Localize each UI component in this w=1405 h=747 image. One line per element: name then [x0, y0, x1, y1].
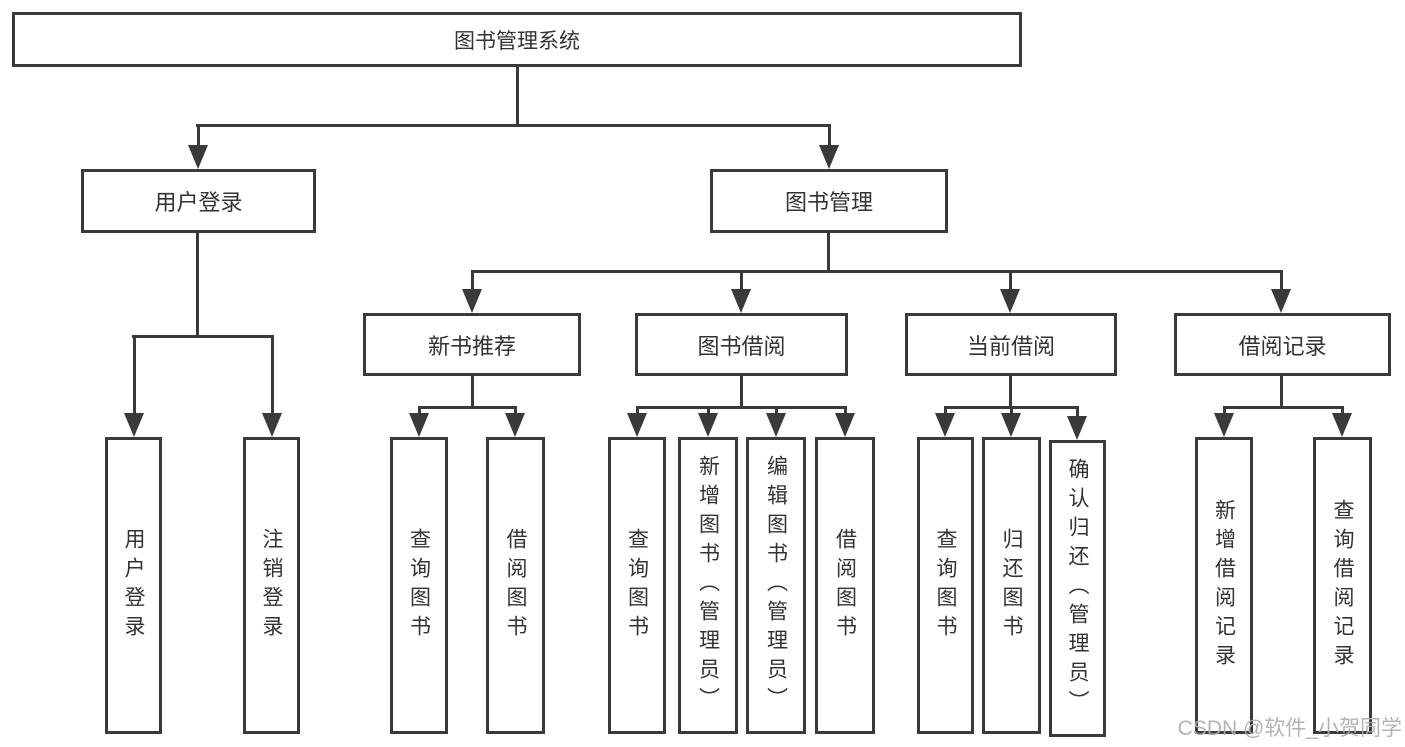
- node-label: 新书推荐: [427, 333, 516, 359]
- leaf-borrow-books: 借阅图书: [486, 437, 545, 734]
- node-user-login: 用户登录: [81, 169, 316, 233]
- node-label: 用户登录: [154, 190, 243, 215]
- arrow-down-icon: [462, 270, 482, 313]
- arrow-down-icon: [835, 406, 855, 437]
- arrow-down-icon: [1001, 406, 1021, 437]
- node-label: 图书管理: [784, 190, 873, 215]
- arrow-down-icon: [935, 406, 955, 437]
- connector-line: [196, 232, 199, 337]
- leaf-label: 注销登录: [260, 527, 283, 644]
- connector-line: [1280, 375, 1283, 408]
- connector-line: [132, 335, 273, 338]
- arrow-down-icon: [1000, 270, 1020, 313]
- arrow-down-icon: [409, 406, 429, 437]
- arrow-down-icon: [124, 335, 144, 437]
- connector-line: [636, 406, 846, 409]
- leaf-query-books: 查询图书: [390, 437, 448, 734]
- node-current-borrowing: 当前借阅: [905, 313, 1117, 376]
- csdn-watermark: CSDN @软件_小贺同学: [1177, 717, 1402, 740]
- arrow-down-icon: [766, 406, 786, 437]
- leaf-query-books: 查询图书: [608, 437, 666, 734]
- leaf-label: 编辑图书（管理员）: [764, 455, 788, 716]
- arrow-down-icon: [1271, 270, 1291, 313]
- arrow-down-icon: [505, 406, 525, 437]
- arrow-down-icon: [819, 124, 839, 169]
- node-label: 图书借阅: [697, 333, 786, 359]
- leaf-label: 借阅图书: [833, 527, 857, 644]
- leaf-add-borrow-record: 新增借阅记录: [1195, 437, 1253, 734]
- leaf-return-books: 归还图书: [982, 437, 1041, 734]
- connector-line: [740, 375, 743, 408]
- leaf-query-books: 查询图书: [917, 437, 974, 734]
- node-book-management: 图书管理: [710, 169, 948, 233]
- arrow-down-icon: [1214, 406, 1234, 437]
- connector-line: [471, 270, 1283, 273]
- leaf-edit-books-admin: 编辑图书（管理员）: [746, 437, 806, 734]
- node-new-book-recommend: 新书推荐: [363, 313, 581, 376]
- node-borrowing-records: 借阅记录: [1174, 313, 1391, 376]
- connector-line: [471, 375, 474, 408]
- leaf-borrow-books: 借阅图书: [815, 437, 875, 734]
- connector-line: [1009, 375, 1012, 408]
- leaf-label: 查询借阅记录: [1331, 498, 1354, 673]
- arrow-down-icon: [731, 270, 751, 313]
- node-label: 图书管理系统: [454, 29, 580, 53]
- connector-line: [827, 232, 830, 273]
- leaf-label: 借阅图书: [504, 527, 527, 644]
- leaf-logout: 注销登录: [243, 437, 300, 734]
- leaf-label: 新增借阅记录: [1212, 498, 1236, 673]
- arrow-down-icon: [698, 406, 718, 437]
- connector-line: [418, 406, 517, 409]
- node-book-borrowing: 图书借阅: [635, 313, 848, 376]
- leaf-confirm-return-admin: 确认归还（管理员）: [1049, 440, 1106, 737]
- connector-line: [516, 67, 519, 125]
- leaf-label: 查询图书: [407, 527, 431, 644]
- leaf-label: 归还图书: [1000, 527, 1023, 644]
- leaf-query-borrow-record: 查询借阅记录: [1313, 437, 1372, 734]
- arrow-down-icon: [1332, 406, 1352, 437]
- leaf-label: 确认归还（管理员）: [1066, 458, 1089, 719]
- arrow-down-icon: [1067, 406, 1087, 440]
- node-label: 当前借阅: [966, 333, 1055, 359]
- leaf-label: 查询图书: [625, 527, 649, 644]
- connector-line: [1223, 406, 1344, 409]
- leaf-user-login: 用户登录: [105, 437, 162, 734]
- leaf-label: 用户登录: [122, 527, 145, 644]
- node-label: 借阅记录: [1238, 333, 1327, 359]
- leaf-label: 查询图书: [934, 527, 957, 644]
- arrow-down-icon: [627, 406, 647, 437]
- arrow-down-icon: [188, 124, 208, 169]
- node-library-system: 图书管理系统: [12, 12, 1022, 67]
- leaf-add-books-admin: 新增图书（管理员）: [678, 437, 738, 734]
- connector-line: [196, 124, 831, 127]
- arrow-down-icon: [262, 335, 282, 437]
- leaf-label: 新增图书（管理员）: [696, 455, 720, 716]
